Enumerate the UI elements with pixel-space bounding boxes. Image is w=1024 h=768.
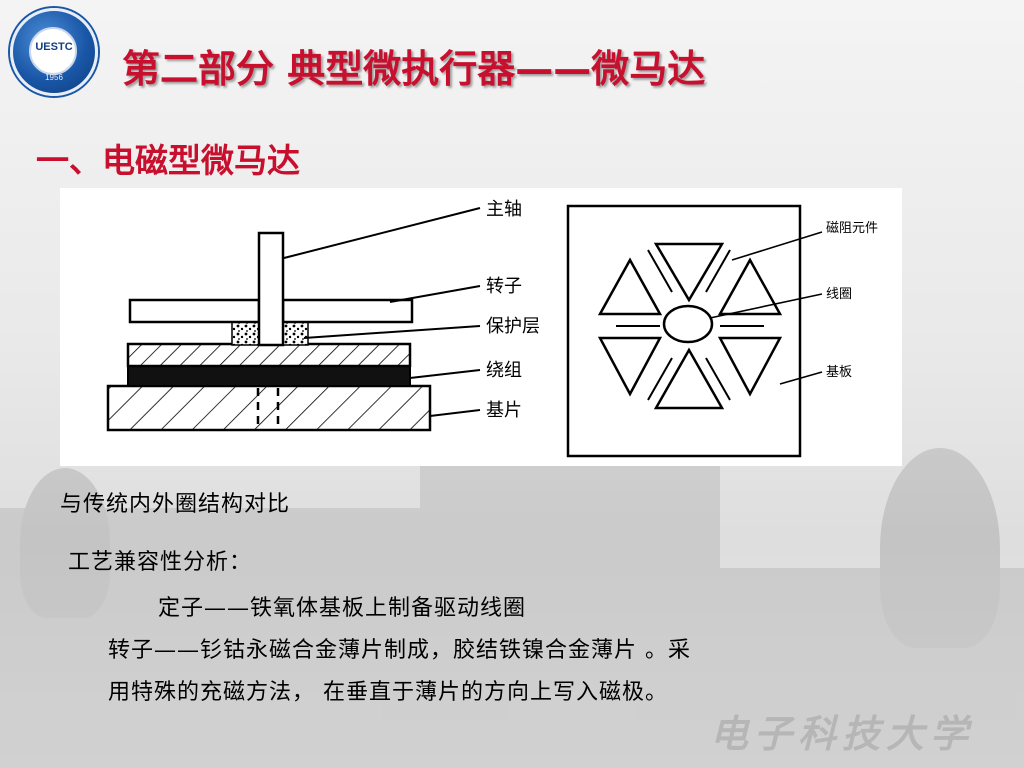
body-line-magnetization: 用特殊的充磁方法， 在垂直于薄片的方向上写入磁极。 <box>108 680 668 705</box>
label-shaft: 主轴 <box>486 199 522 220</box>
label-substrate: 基片 <box>486 400 522 421</box>
protective-layer-shape <box>126 342 412 368</box>
coil-shape <box>662 304 714 344</box>
motor-diagram-svg: 主轴 转子 保护层 绕组 基片 <box>106 199 878 458</box>
magnetic-element-lower-right <box>717 336 783 397</box>
magnetic-element-bottom <box>653 347 725 410</box>
label-rotor: 转子 <box>486 276 522 297</box>
body-line-rotor: 转子——钐钴永磁合金薄片制成，胶结铁镍合金薄片 。采 <box>108 638 691 663</box>
motor-diagram-figure: 主轴 转子 保护层 绕组 基片 <box>60 188 902 466</box>
body-line-process-heading: 工艺兼容性分析： <box>68 550 253 575</box>
label-coil: 线圈 <box>826 287 852 302</box>
magnetic-element-upper-right <box>717 257 783 316</box>
university-logo: UESTC 1956 <box>10 8 98 96</box>
top-view-diagram: 磁阻元件 线圈 基板 <box>566 204 878 458</box>
slide-title: 第二部分 典型微执行器——微马达 <box>122 47 706 91</box>
label-reluctance-element: 磁阻元件 <box>826 221 878 236</box>
university-watermark: 电子科技大学 <box>709 711 974 756</box>
substrate-shape <box>106 384 432 432</box>
cross-section-diagram: 主轴 转子 保护层 绕组 基片 <box>106 199 540 432</box>
shaft-shape <box>257 231 285 347</box>
winding-shape <box>127 365 411 387</box>
body-line-comparison: 与传统内外圈结构对比 <box>60 492 291 517</box>
body-line-stator: 定子——铁氧体基板上制备驱动线圈 <box>158 596 527 621</box>
slide-subtitle: 一、电磁型微马达 <box>36 141 300 180</box>
label-protective-layer: 保护层 <box>486 316 540 337</box>
magnetic-element-upper-left <box>597 257 663 316</box>
logo-text: UESTC <box>35 41 73 53</box>
magnetic-element-lower-left <box>597 336 663 397</box>
label-base-plate: 基板 <box>826 365 852 380</box>
magnetic-element-top <box>653 242 725 303</box>
label-winding: 绕组 <box>486 360 522 381</box>
logo-year: 1956 <box>45 73 63 82</box>
